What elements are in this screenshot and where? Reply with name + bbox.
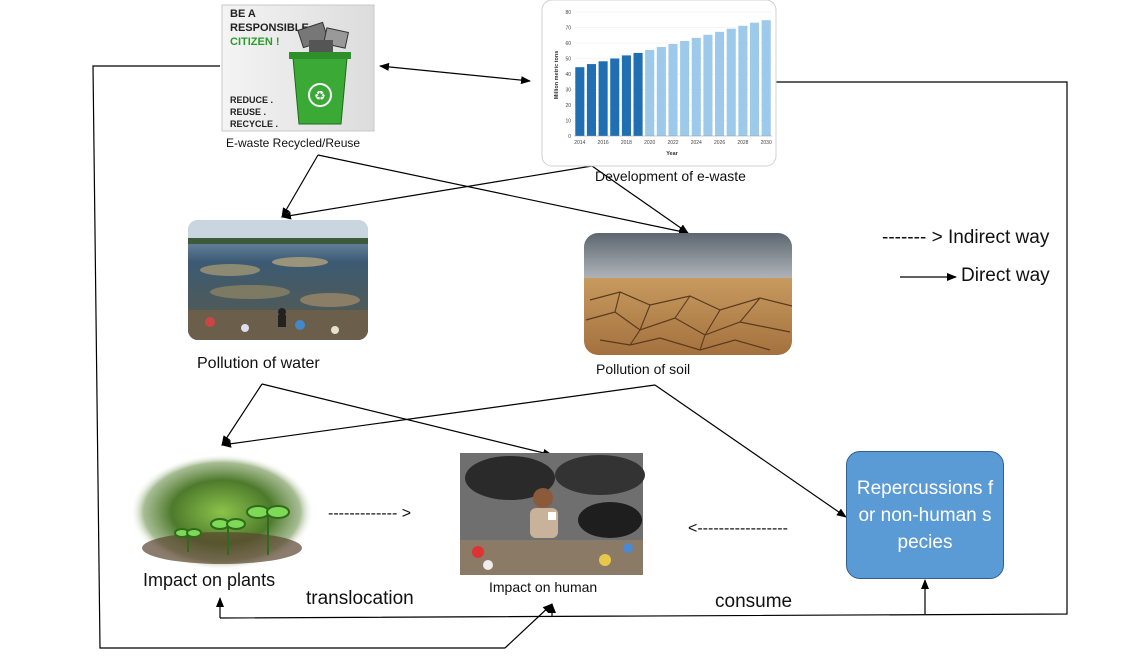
edges bbox=[92, 62, 1068, 649]
chart-bar bbox=[738, 25, 748, 137]
poster-line-3: CITIZEN ! bbox=[230, 36, 280, 48]
edge-water-plants bbox=[221, 383, 263, 446]
caption-pollution-water: Pollution of water bbox=[197, 355, 320, 372]
chart-xtick-label: 2016 bbox=[598, 140, 609, 146]
chart-bar bbox=[621, 55, 631, 136]
recycle-bin-icon: ♻ bbox=[289, 21, 351, 125]
chart-bar bbox=[715, 31, 725, 137]
edge-species-human-dashed: <----------------- bbox=[688, 520, 788, 537]
chart-bar bbox=[586, 64, 597, 136]
chart-xtick-label: 2018 bbox=[621, 140, 632, 146]
chart-bar bbox=[645, 49, 655, 136]
chart-bar bbox=[691, 37, 701, 137]
chart-bar bbox=[726, 28, 736, 137]
chart-bar bbox=[680, 40, 690, 136]
chart-ytick-label: 50 bbox=[565, 57, 571, 63]
chart-ytick-label: 10 bbox=[565, 119, 571, 125]
edge-recycle-water bbox=[281, 154, 319, 218]
poster-line-4: REDUCE . bbox=[230, 95, 273, 105]
svg-text:♻: ♻ bbox=[314, 89, 326, 104]
repercussion-node: Repercussions for non-human species bbox=[846, 451, 1004, 579]
chart-bar bbox=[575, 67, 585, 136]
caption-development-ewaste: Development of e-waste bbox=[595, 168, 746, 184]
edge-recycle-soil bbox=[317, 154, 689, 236]
legend-direct-way: Direct way bbox=[961, 265, 1050, 286]
edge-chart-water bbox=[281, 165, 593, 220]
chart-ylabel: Million metric tons bbox=[554, 51, 560, 100]
caption-pollution-soil: Pollution of soil bbox=[596, 361, 691, 377]
chart-xtick-label: 2024 bbox=[691, 140, 702, 146]
edge-soil-repercussion bbox=[654, 384, 847, 518]
chart-ytick-label: 70 bbox=[565, 26, 571, 32]
chart-ytick-label: 60 bbox=[565, 41, 571, 47]
edge-label-translocation: translocation bbox=[306, 588, 414, 609]
caption-impact-human: Impact on human bbox=[489, 579, 598, 595]
sprout-icon bbox=[174, 505, 290, 555]
edge-chart-loop bbox=[219, 81, 1068, 619]
chart-ytick-label: 30 bbox=[565, 88, 571, 94]
chart-bar bbox=[703, 34, 713, 136]
edge-loop-diag-human bbox=[504, 603, 553, 649]
chart-ytick-label: 20 bbox=[565, 103, 571, 109]
chart-bar bbox=[668, 43, 678, 136]
chart-bar bbox=[656, 47, 666, 136]
recycle-poster: BE A RESPONSIBLE CITIZEN ! REDUCE . REUS… bbox=[221, 4, 375, 132]
caption-recycled-reuse: E-waste Recycled/Reuse bbox=[226, 136, 361, 150]
edge-soil-plants bbox=[221, 384, 656, 448]
human-impact-image bbox=[460, 453, 645, 575]
poster-line-6: RECYCLE . bbox=[230, 119, 278, 129]
chart-xtick-label: 2030 bbox=[761, 140, 772, 146]
edge-recycle-loop bbox=[92, 65, 505, 649]
poster-line-5: REUSE . bbox=[230, 107, 266, 117]
chart-xtick-label: 2014 bbox=[574, 140, 585, 146]
edge-chart-soil bbox=[591, 165, 689, 234]
poster-line-1: BE A bbox=[230, 8, 256, 20]
chart-ytick-label: 40 bbox=[565, 72, 571, 78]
poster-line-2: RESPONSIBLE bbox=[230, 22, 309, 34]
chart-bar bbox=[598, 61, 608, 136]
chart-bar bbox=[749, 22, 760, 136]
edge-plants-human-dashed: ------------- > bbox=[328, 505, 412, 522]
chart-xtick-label: 2026 bbox=[714, 140, 725, 146]
plants-image bbox=[130, 454, 314, 570]
chart-bar bbox=[610, 58, 620, 136]
legend-indirect-way: ------- > Indirect way bbox=[882, 227, 1050, 248]
edge-recycle-chart bbox=[379, 62, 531, 85]
chart-xtick-label: 2022 bbox=[667, 140, 678, 146]
water-pollution-image bbox=[188, 220, 368, 376]
chart-xtick-label: 2020 bbox=[644, 140, 655, 146]
chart-bar bbox=[633, 52, 643, 136]
chart-xlabel: Year bbox=[666, 151, 678, 157]
repercussion-label: Repercussions for non-human species bbox=[856, 477, 994, 553]
chart-ytick-label: 80 bbox=[565, 10, 571, 16]
chart-bar bbox=[761, 20, 771, 137]
chart-xtick-label: 2028 bbox=[737, 140, 748, 146]
soil-pollution-image bbox=[584, 233, 792, 355]
caption-impact-plants: Impact on plants bbox=[143, 570, 276, 590]
edge-label-consume: consume bbox=[715, 591, 793, 612]
chart-ytick-label: 0 bbox=[568, 134, 571, 140]
